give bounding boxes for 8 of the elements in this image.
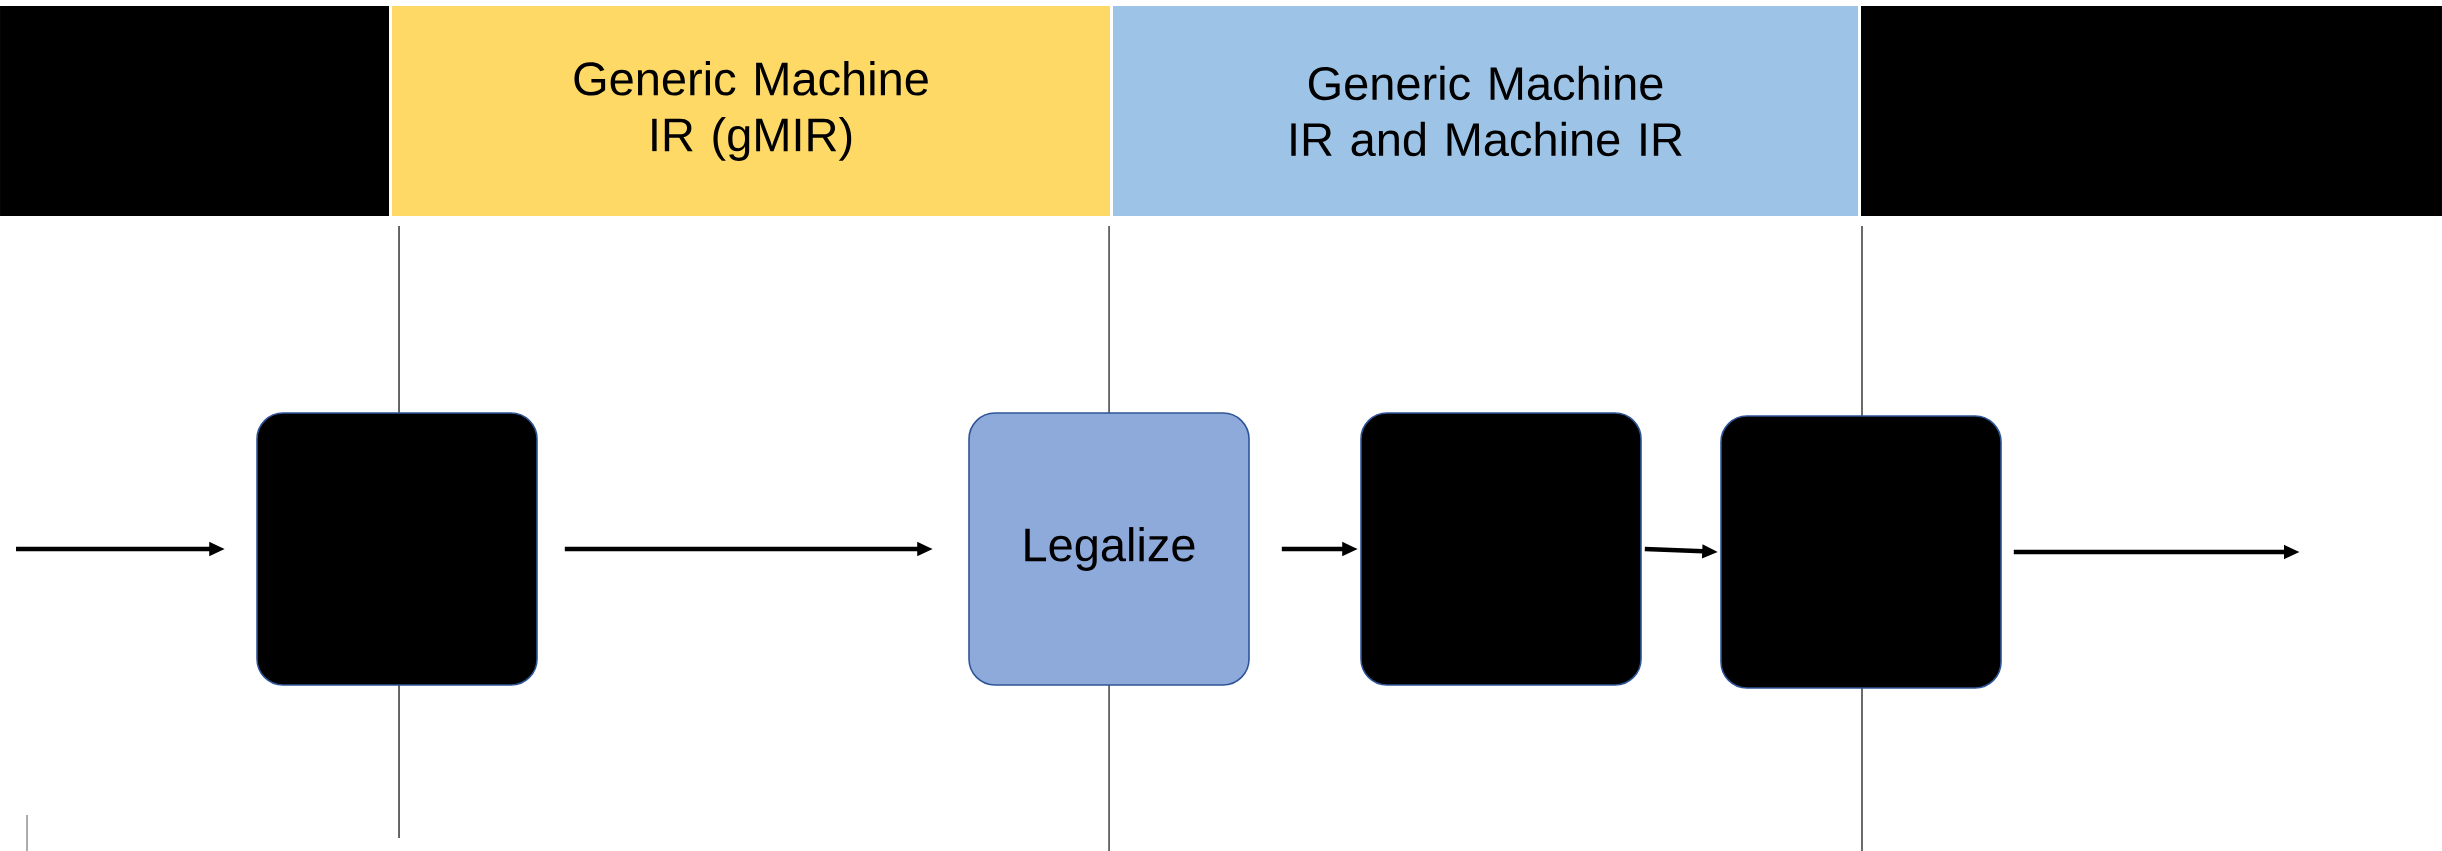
process-box	[256, 412, 538, 686]
header-band: Generic Machine IR (gMIR)	[392, 6, 1110, 216]
header-band	[1861, 6, 2442, 216]
process-box	[1720, 415, 2002, 689]
process-box	[1360, 412, 1642, 686]
process-box: Legalize	[968, 412, 1250, 686]
header-band	[0, 6, 389, 216]
header-band: Generic Machine IR and Machine IR	[1113, 6, 1858, 216]
